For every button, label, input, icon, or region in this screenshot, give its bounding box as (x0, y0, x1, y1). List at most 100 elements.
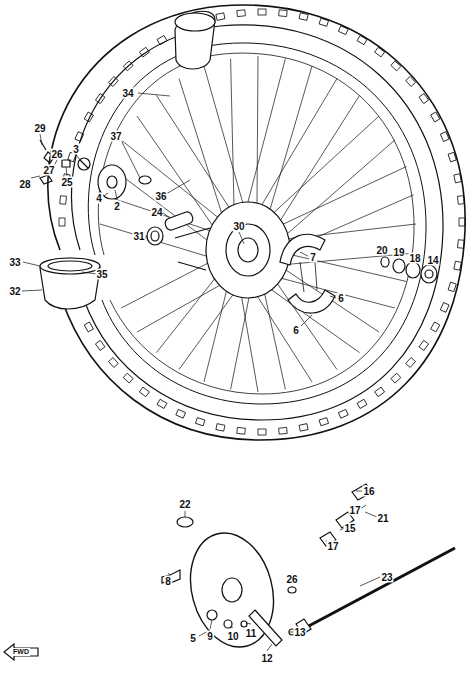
callout-number: 33 (8, 257, 21, 268)
tube-section (175, 11, 215, 69)
tread-knob (59, 218, 65, 226)
tread-knob (75, 132, 84, 142)
spoke (278, 252, 407, 282)
leader-lines (22, 93, 380, 651)
tread-knob (440, 303, 449, 313)
tread-knob (375, 47, 385, 57)
tread-knob (216, 424, 225, 432)
callout-number: 35 (95, 269, 108, 280)
tread-knob (406, 358, 416, 368)
tread-knob (319, 18, 328, 26)
tread-knob (95, 340, 105, 350)
tread-knob (431, 322, 440, 332)
callout-number: 28 (18, 179, 31, 190)
tread-knob (454, 174, 462, 183)
callout-number: 17 (326, 541, 339, 552)
spoke (257, 56, 258, 218)
callout-number: 36 (154, 191, 167, 202)
tread-knob (448, 282, 456, 291)
callout-number: 4 (95, 193, 103, 204)
brake-panel (162, 484, 372, 656)
tread-knob (258, 429, 266, 435)
tread-knob (123, 373, 133, 383)
tread-knob (176, 409, 186, 418)
tread-knob (440, 132, 449, 142)
callout-number: 6 (292, 325, 300, 336)
spoke (262, 280, 286, 389)
speedo-drive (40, 140, 194, 245)
callout-number: 21 (376, 513, 389, 524)
spoke (179, 79, 226, 227)
tread-knob (157, 399, 167, 408)
callout-number: 12 (260, 653, 273, 664)
callout-number: 6 (337, 293, 345, 304)
callout-number: 2 (113, 201, 121, 212)
callout-number: FWD (12, 648, 30, 656)
tread-knob (319, 418, 328, 426)
callout-number: 10 (226, 631, 239, 642)
tread-knob (357, 399, 367, 408)
callout-number: 18 (408, 253, 421, 264)
callout-number: 22 (178, 499, 191, 510)
tread-knob (60, 196, 67, 205)
spoke (266, 66, 312, 223)
spoke (121, 258, 219, 309)
spoke (244, 59, 285, 217)
callout-number: 26 (285, 574, 298, 585)
callout-number: 23 (380, 572, 393, 583)
tread-knob (419, 340, 429, 350)
spoke (231, 284, 252, 390)
spoke (204, 66, 247, 216)
tread-knob (95, 94, 105, 104)
callout-number: 8 (164, 576, 172, 587)
fwd-arrow (4, 644, 38, 660)
tire (48, 5, 465, 440)
callout-number: 15 (343, 523, 356, 534)
callout-number: 13 (293, 627, 306, 638)
callout-number: 27 (42, 165, 55, 176)
tread-knob (338, 409, 348, 418)
tread-knob (419, 94, 429, 104)
tread-knob (157, 36, 167, 45)
tread-knob (357, 36, 367, 45)
callout-number: 5 (189, 633, 197, 644)
spoke (156, 268, 222, 352)
tread-knob (139, 387, 149, 397)
callout-number: 29 (33, 123, 46, 134)
tread-knob (258, 9, 266, 15)
callout-number: 19 (392, 247, 405, 258)
tread-knob (139, 47, 149, 57)
spoke (156, 95, 236, 218)
tire-section (40, 258, 100, 309)
spoke (260, 281, 360, 352)
tread-knob (391, 373, 401, 383)
spoke (273, 95, 359, 231)
tread-knob (431, 112, 440, 122)
tread-knob (108, 77, 118, 87)
tread-knob (237, 10, 246, 17)
tread-knob (216, 13, 225, 21)
tread-knob (459, 218, 465, 226)
brake-shoes (280, 234, 335, 313)
tread-knob (299, 13, 308, 21)
callout-number: 14 (426, 255, 439, 266)
callout-number: 31 (132, 231, 145, 242)
spoke (137, 116, 220, 237)
tread-knob (108, 358, 118, 368)
spoke (276, 263, 379, 332)
tread-knob (391, 61, 401, 71)
callout-number: 3 (72, 144, 80, 155)
tread-knob (279, 10, 288, 17)
tread-knob (448, 152, 456, 161)
callout-number: 24 (150, 207, 163, 218)
callout-number: 20 (375, 245, 388, 256)
spoke (272, 167, 407, 230)
callout-number: 34 (121, 88, 134, 99)
spoke (100, 224, 219, 260)
tread-knob (195, 418, 204, 426)
callout-number: 16 (362, 486, 375, 497)
callout-number: 17 (348, 505, 361, 516)
tread-knob (299, 424, 308, 432)
